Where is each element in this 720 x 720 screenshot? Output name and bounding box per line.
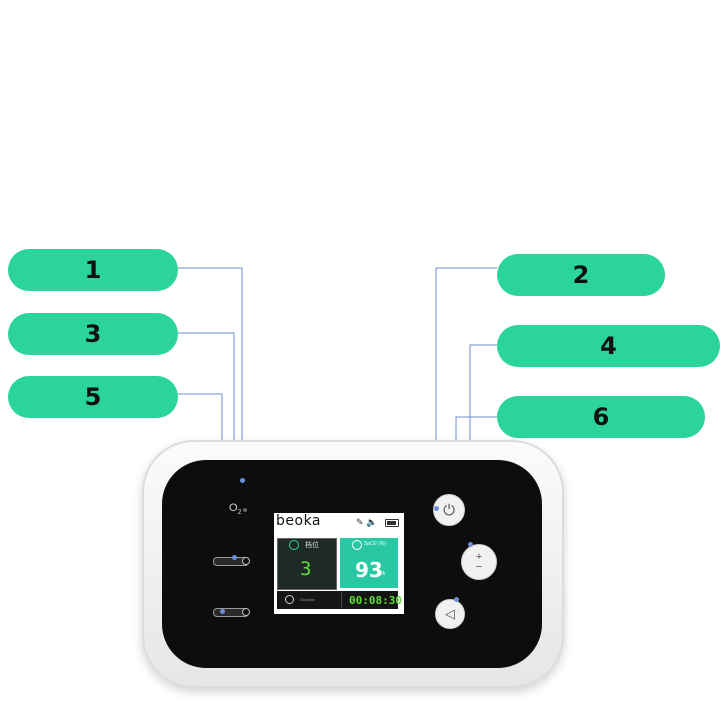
callout-5: 5	[8, 376, 178, 418]
power-button[interactable]: ⏻	[433, 494, 465, 526]
leader-dot-2	[434, 506, 439, 511]
callout-4-label: 4	[600, 332, 617, 360]
leader-line-2	[435, 267, 497, 508]
spo2-panel	[340, 538, 398, 588]
leader-line-1	[178, 267, 243, 480]
callout-1: 1	[8, 249, 178, 291]
callout-5-label: 5	[84, 383, 102, 411]
brand-logo: beoka	[276, 513, 322, 529]
sound-button[interactable]: ◁	[435, 599, 465, 629]
callout-6: 6	[497, 396, 705, 438]
callout-4: 4	[497, 325, 720, 367]
power-icon: ⏻	[443, 501, 455, 519]
status-icons: ✎ 🔈	[356, 517, 378, 527]
spo2-label: SpO2 (%)	[364, 541, 386, 547]
callout-2: 2	[497, 254, 665, 296]
spo2-icon	[352, 540, 362, 550]
timer-bar	[277, 591, 398, 609]
gear-label: 档位	[305, 542, 319, 549]
timer-label: Duration	[300, 597, 316, 602]
leader-dot-5	[220, 609, 225, 614]
timer-value: 00:08:30	[349, 594, 402, 607]
timer-divider	[341, 592, 342, 608]
port-slot-lower-knob[interactable]	[242, 608, 250, 616]
plus-minus-button[interactable]: +−	[461, 544, 497, 580]
gear-panel	[277, 538, 337, 590]
leader-dot-6	[454, 597, 459, 602]
port-slot-upper-knob[interactable]	[242, 557, 250, 565]
callout-3: 3	[8, 313, 178, 355]
gear-value: 3	[300, 558, 312, 580]
callout-1-label: 1	[84, 256, 102, 284]
o2-port[interactable]	[243, 508, 247, 512]
callout-3-label: 3	[84, 320, 102, 348]
leader-dot-1	[240, 478, 245, 483]
spo2-unit: %	[380, 571, 386, 577]
leader-dot-4	[468, 542, 473, 547]
plus-icon: +	[475, 551, 483, 563]
clock-icon	[285, 595, 294, 604]
gear-icon	[289, 540, 299, 550]
callout-2-label: 2	[572, 261, 590, 289]
o2-port-label: O2	[229, 502, 242, 517]
minus-icon: −	[475, 561, 483, 573]
leader-dot-3	[232, 555, 237, 560]
sound-icon: ◁	[445, 606, 455, 621]
spo2-value: 93	[355, 558, 383, 582]
callout-6-label: 6	[592, 403, 610, 431]
battery-icon	[385, 519, 399, 527]
